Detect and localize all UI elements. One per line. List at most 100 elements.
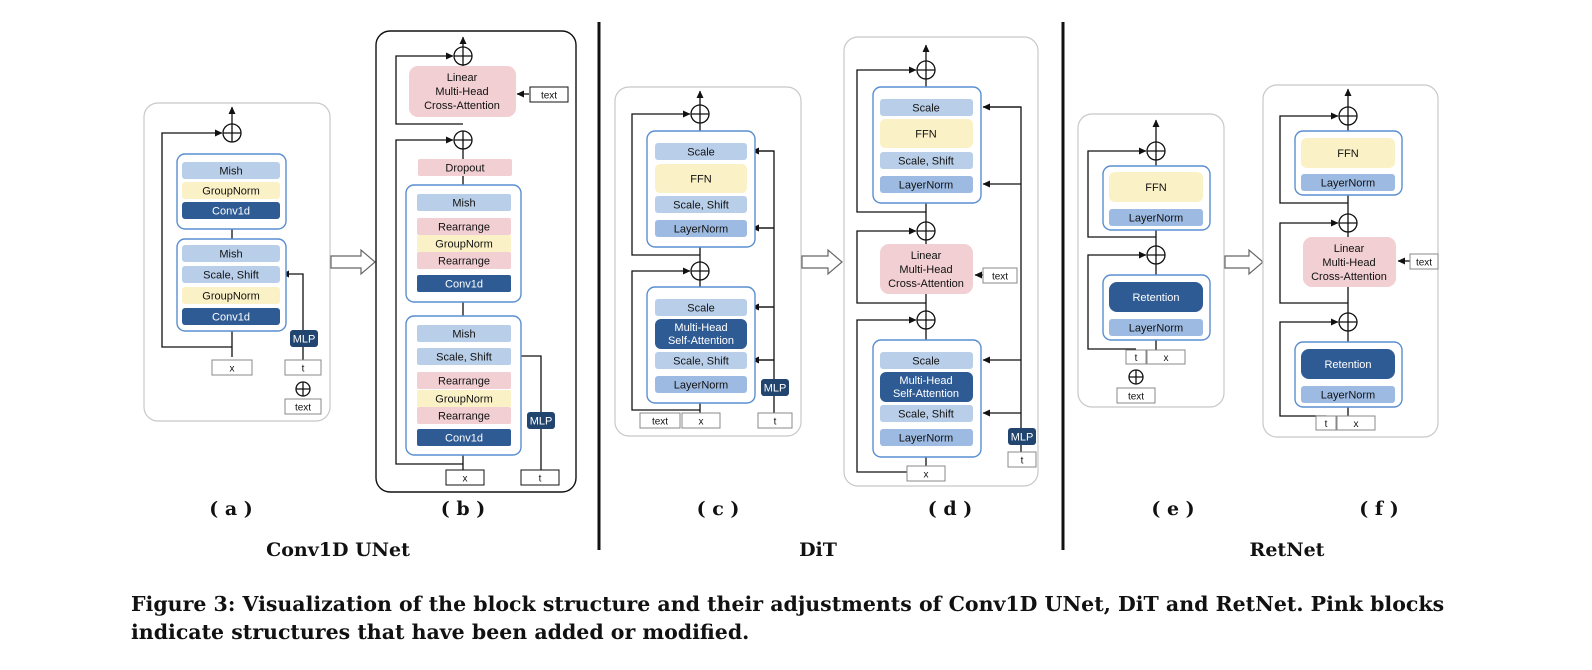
group-label-conv1d-unet: Conv1D UNet bbox=[266, 539, 410, 561]
residual-add-icon bbox=[453, 46, 473, 66]
panel-d: Scale FFN Scale, Shift LayerNorm Linear … bbox=[843, 36, 1039, 487]
rearrange-layer: Rearrange bbox=[438, 411, 490, 423]
ffn-layer: FFN bbox=[1337, 148, 1358, 160]
cross-attention-label: Linear bbox=[447, 72, 478, 84]
transition-arrow-icon bbox=[801, 248, 843, 276]
mlp-block: MLP bbox=[293, 334, 316, 346]
residual-add-icon bbox=[1338, 106, 1358, 126]
self-attention-label: Self-Attention bbox=[893, 388, 959, 400]
ffn-layer: FFN bbox=[915, 129, 936, 141]
input-x: x bbox=[1164, 353, 1169, 364]
panel-a: Mish GroupNorm Conv1d Mish Scale, Shift … bbox=[143, 102, 331, 422]
residual-add-icon bbox=[690, 104, 710, 124]
cross-attention-block bbox=[1303, 237, 1396, 287]
ffn-layer: FFN bbox=[1145, 182, 1166, 194]
scale-shift-layer: Scale, Shift bbox=[898, 156, 954, 168]
cross-attention-block bbox=[880, 244, 973, 294]
architecture-diagram: Mish GroupNorm Conv1d Mish Scale, Shift … bbox=[143, 22, 1439, 561]
residual-add-icon bbox=[1338, 312, 1358, 332]
input-text: text bbox=[992, 272, 1008, 283]
scale-shift-layer: Scale, Shift bbox=[436, 352, 492, 364]
scale-shift-layer: Scale, Shift bbox=[673, 200, 729, 212]
groupnorm-layer: GroupNorm bbox=[202, 186, 259, 198]
layernorm-layer: LayerNorm bbox=[899, 180, 953, 192]
cross-attention-label: Cross-Attention bbox=[1311, 271, 1387, 283]
scale-layer: Scale bbox=[687, 147, 715, 159]
rearrange-layer: Rearrange bbox=[438, 376, 490, 388]
panel-label-b: ( b ) bbox=[441, 498, 486, 520]
input-x: x bbox=[699, 417, 704, 428]
input-t: t bbox=[774, 417, 777, 428]
scale-shift-layer: Scale, Shift bbox=[673, 356, 729, 368]
conv1d-layer: Conv1d bbox=[212, 206, 250, 218]
input-t: t bbox=[1325, 419, 1328, 430]
figure-caption: Figure 3: Visualization of the block str… bbox=[131, 592, 1445, 644]
residual-add-icon bbox=[1146, 141, 1166, 161]
mish-layer: Mish bbox=[219, 166, 242, 178]
groupnorm-layer: GroupNorm bbox=[435, 239, 492, 251]
mlp-block: MLP bbox=[1011, 432, 1034, 444]
residual-add-icon bbox=[916, 221, 936, 241]
group-label-retnet: RetNet bbox=[1250, 539, 1325, 561]
layernorm-layer: LayerNorm bbox=[1129, 213, 1183, 225]
scale-shift-layer: Scale, Shift bbox=[898, 409, 954, 421]
cross-attention-label: Multi-Head bbox=[435, 86, 488, 98]
self-attention-label: Multi-Head bbox=[899, 375, 952, 387]
panel-c: Scale FFN Scale, Shift LayerNorm Scale M… bbox=[614, 86, 802, 437]
input-text: text bbox=[541, 91, 557, 102]
panel-b: Linear Multi-Head Cross-Attention text D… bbox=[375, 30, 577, 493]
mlp-block: MLP bbox=[764, 383, 787, 395]
mish-layer: Mish bbox=[452, 198, 475, 210]
cross-attention-label: Linear bbox=[1334, 243, 1365, 255]
input-t: t bbox=[1021, 456, 1024, 467]
residual-add-icon bbox=[453, 130, 473, 150]
scale-layer: Scale bbox=[687, 303, 715, 315]
conv1d-layer: Conv1d bbox=[445, 279, 483, 291]
panel-f: FFN LayerNorm Linear Multi-Head Cross-At… bbox=[1262, 84, 1439, 438]
panel-label-a: ( a ) bbox=[209, 498, 253, 520]
residual-add-icon bbox=[1146, 245, 1166, 265]
cross-attention-label: Multi-Head bbox=[899, 264, 952, 276]
residual-add-icon bbox=[916, 310, 936, 330]
residual-add-icon bbox=[1338, 213, 1358, 233]
panel-label-e: ( e ) bbox=[1151, 498, 1194, 520]
cross-attention-label: Cross-Attention bbox=[424, 100, 500, 112]
layernorm-layer: LayerNorm bbox=[1321, 178, 1375, 190]
panel-label-d: ( d ) bbox=[928, 498, 973, 520]
add-icon bbox=[295, 381, 311, 397]
scale-shift-layer: Scale, Shift bbox=[203, 270, 259, 282]
self-attention-label: Self-Attention bbox=[668, 335, 734, 347]
layernorm-layer: LayerNorm bbox=[674, 380, 728, 392]
input-x: x bbox=[463, 474, 468, 485]
scale-layer: Scale bbox=[912, 103, 940, 115]
conv1d-layer: Conv1d bbox=[445, 433, 483, 445]
cross-attention-label: Multi-Head bbox=[1322, 257, 1375, 269]
dropout-layer bbox=[418, 159, 512, 176]
retention-layer: Retention bbox=[1132, 292, 1179, 304]
retention-layer: Retention bbox=[1324, 359, 1371, 371]
layernorm-layer: LayerNorm bbox=[899, 433, 953, 445]
input-x: x bbox=[924, 470, 929, 481]
layernorm-layer: LayerNorm bbox=[674, 224, 728, 236]
groupnorm-layer: GroupNorm bbox=[202, 291, 259, 303]
panel-label-f: ( f ) bbox=[1359, 498, 1398, 520]
rearrange-layer: Rearrange bbox=[438, 256, 490, 268]
input-t: t bbox=[1135, 353, 1138, 364]
mish-layer: Mish bbox=[452, 329, 475, 341]
residual-add-icon bbox=[916, 60, 936, 80]
cross-attention-block bbox=[409, 66, 516, 117]
transition-arrow-icon bbox=[330, 248, 376, 276]
groupnorm-layer: GroupNorm bbox=[435, 394, 492, 406]
mlp-block: MLP bbox=[530, 416, 553, 428]
input-text: text bbox=[652, 417, 668, 428]
add-icon bbox=[1128, 369, 1144, 385]
ffn-layer: FFN bbox=[690, 174, 711, 186]
input-text: text bbox=[1416, 258, 1432, 269]
rearrange-layer: Rearrange bbox=[438, 222, 490, 234]
input-t: t bbox=[539, 474, 542, 485]
residual-add-icon bbox=[690, 261, 710, 281]
layernorm-layer: LayerNorm bbox=[1129, 323, 1183, 335]
group-label-dit: DiT bbox=[799, 539, 837, 561]
cross-attention-label: Linear bbox=[911, 250, 942, 262]
layernorm-layer: LayerNorm bbox=[1321, 390, 1375, 402]
